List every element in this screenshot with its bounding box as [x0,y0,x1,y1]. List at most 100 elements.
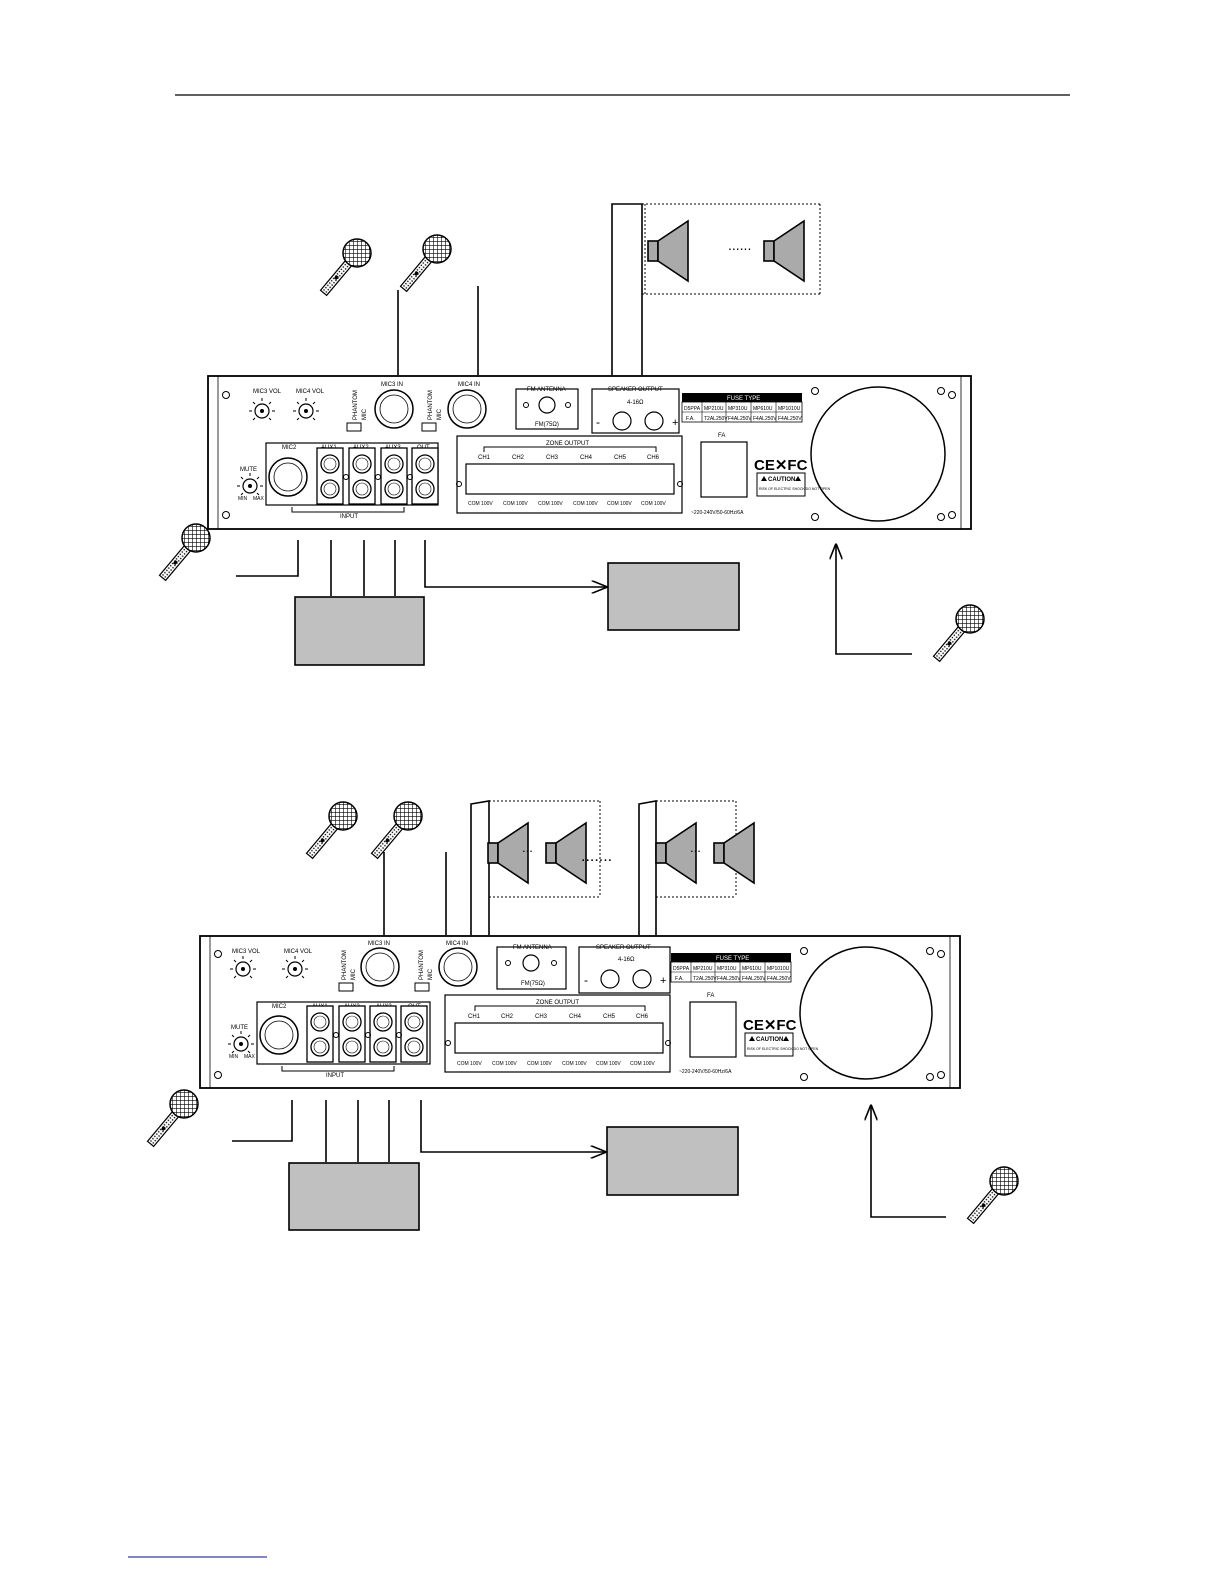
plus-label: + [660,975,666,987]
mic2-label: MIC2 [272,1004,287,1010]
ch5-label: CH5 [603,1014,616,1020]
fuse-cell: F4AL250V [767,976,791,982]
fm-antenna-socket[interactable] [522,954,540,972]
microphone-icon [932,604,985,663]
phantom-switch-mic3[interactable] [346,422,362,432]
mic4-xlr-socket[interactable] [438,947,478,987]
speaker-output-label: SPEAKER OUTPUT [608,387,663,393]
mic3-vol-label: MIC3 VOL [253,389,282,395]
input-label: INPUT [340,514,358,520]
fm-ohm-label: FM(75Ω) [521,981,545,987]
fuse-cell: MP210U [704,406,724,412]
screw-icon [222,511,230,519]
ch4-label: CH4 [569,1014,582,1020]
fm-ohm-label: FM(75Ω) [535,422,559,428]
mic4-in-label: MIC4 IN [446,941,468,947]
fuse-cell: MP310U [728,406,748,412]
microphone-icon [399,234,452,293]
out-rca-jacks[interactable] [411,447,439,505]
screw-icon [937,950,945,958]
fuse-cell: F4AL250V [717,976,741,982]
zone-terminal-block[interactable] [465,463,675,495]
com-label: COM 100V [503,501,528,507]
phantom-label: PHANTOM [419,950,425,980]
mic4-xlr-socket[interactable] [447,389,487,429]
mic2-xlr-socket[interactable] [268,457,308,497]
com-label: COM 100V [538,501,563,507]
zone-com-labels: COM 100V COM 100V COM 100V COM 100V COM … [457,1061,655,1067]
power-inlet[interactable] [689,1001,737,1058]
phantom-switch-mic3[interactable] [338,982,354,992]
max-label: MAX [244,1054,256,1060]
speaker-terminal-plus[interactable] [644,411,664,431]
speaker-output-label: SPEAKER OUTPUT [596,945,651,951]
wiring-diagram-1: ...... MIC3 VOL MIC4 VOL PHANTOM MIC PHA… [158,203,985,666]
aux1-rca-jacks[interactable] [316,447,344,505]
mute-label: MUTE [240,467,257,473]
zone-output-label: ZONE OUTPUT [546,441,589,447]
power-inlet[interactable] [700,441,748,498]
screw-icon [948,391,956,399]
out-rca-jacks[interactable] [400,1005,428,1063]
aux3-rca-jacks[interactable] [380,447,408,505]
ch1-label: CH1 [478,455,491,461]
speaker-terminal-minus[interactable] [612,411,632,431]
zone-channel-labels: CH1 CH2 CH3 CH4 CH5 CH6 [478,455,660,461]
mic4-vol-label: MIC4 VOL [296,389,325,395]
speaker-terminal-plus[interactable] [632,969,652,989]
power-spec-label: ~220-240V/50-60Hz/6A [679,1069,732,1075]
mic4-in-label: MIC4 IN [458,382,480,388]
ce-fc-logo: CE✕FC [743,1017,797,1034]
mic3-in-label: MIC3 IN [368,941,390,947]
amplifier-rear-panel: MIC3 VOL MIC4 VOL PHANTOM MIC PHANTOM MI… [199,935,961,1089]
fuse-cell: F4AL250V [742,976,766,982]
fm-antenna-socket[interactable] [538,396,556,414]
speaker-terminal-minus[interactable] [600,969,620,989]
ch2-label: CH2 [512,455,525,461]
audio-source-device [294,596,425,666]
mic3-in-label: MIC3 IN [381,382,403,388]
speaker-output-box [578,946,671,994]
aux2-rca-jacks[interactable] [338,1005,366,1063]
caution-label: CAUTION [756,1037,783,1043]
min-label: MIN [238,496,248,502]
audio-source-device [288,1162,420,1231]
power-spec-label: ~220-240V/50-60Hz/6A [691,510,744,516]
phantom-switch-mic4[interactable] [421,422,437,432]
impedance-label: 4-16Ω [618,957,635,963]
phantom-switch-mic4[interactable] [414,982,430,992]
caution-label: CAUTION [768,477,795,483]
aux3-rca-jacks[interactable] [369,1005,397,1063]
horn-speaker-icon [713,822,755,884]
com-label: COM 100V [457,1061,482,1067]
horn-speaker-icon [647,220,689,282]
zone-terminal-block[interactable] [454,1022,664,1054]
line-out-cable [424,540,606,587]
fuse-label: FA [707,993,714,999]
com-label: COM 100V [468,501,493,507]
aux1-rca-jacks[interactable] [306,1005,334,1063]
ch3-label: CH3 [535,1014,548,1020]
aux2-rca-jacks[interactable] [348,447,376,505]
com-label: COM 100V [607,501,632,507]
fuse-table-header: FUSE TYPE [716,956,749,962]
ch3-label: CH3 [546,455,559,461]
fuse-cell: F4AL250V [753,416,777,422]
ch2-label: CH2 [501,1014,514,1020]
com-label: COM 100V [596,1061,621,1067]
horn-speaker-icon [545,822,587,884]
mic2-xlr-socket[interactable] [259,1015,299,1055]
speaker-group-continuation-dots: ....... [581,848,612,865]
front-mic-cable [836,545,912,655]
mic3-xlr-socket[interactable] [360,947,400,987]
mic-label: MIC [362,408,368,420]
cooling-fan-grill [799,946,933,1080]
speaker-line-group: ... [470,800,601,935]
phantom-label: PHANTOM [428,390,434,420]
mic3-xlr-socket[interactable] [374,389,414,429]
fuse-cell: T2AL250V [693,976,717,982]
speaker-line-group: ...... [611,203,821,375]
ch6-label: CH6 [647,455,660,461]
